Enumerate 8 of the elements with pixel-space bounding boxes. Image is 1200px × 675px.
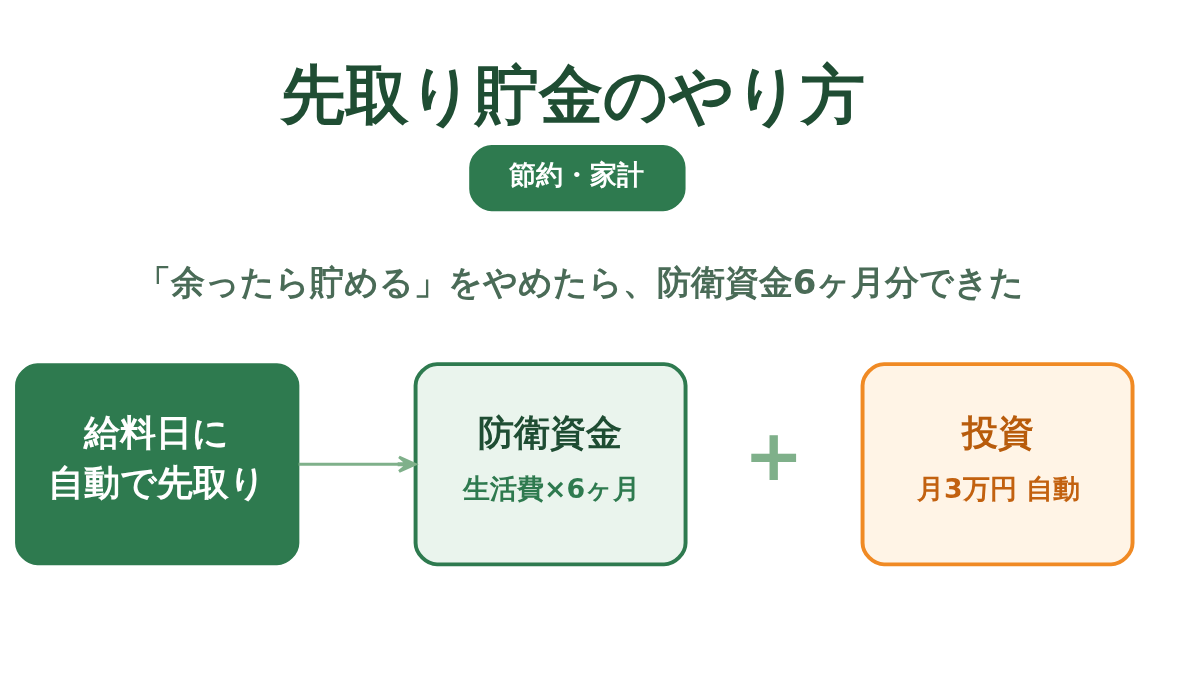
label: +: [743, 413, 804, 497]
label: 「余ったら貯める」をやめたら、防衛資金6ヶ月分できた: [136, 261, 1025, 302]
node-box: 防衛資金 生活費×6ヶ月: [413, 361, 688, 566]
node-box: 節約・家計: [469, 144, 686, 211]
arrow: [298, 455, 417, 473]
diagram-title: 先取り貯金のやり方: [281, 56, 866, 132]
node-box: 給料日に自動で先取り: [15, 362, 300, 565]
node-box: 投資 月3万円 自動: [860, 361, 1135, 566]
